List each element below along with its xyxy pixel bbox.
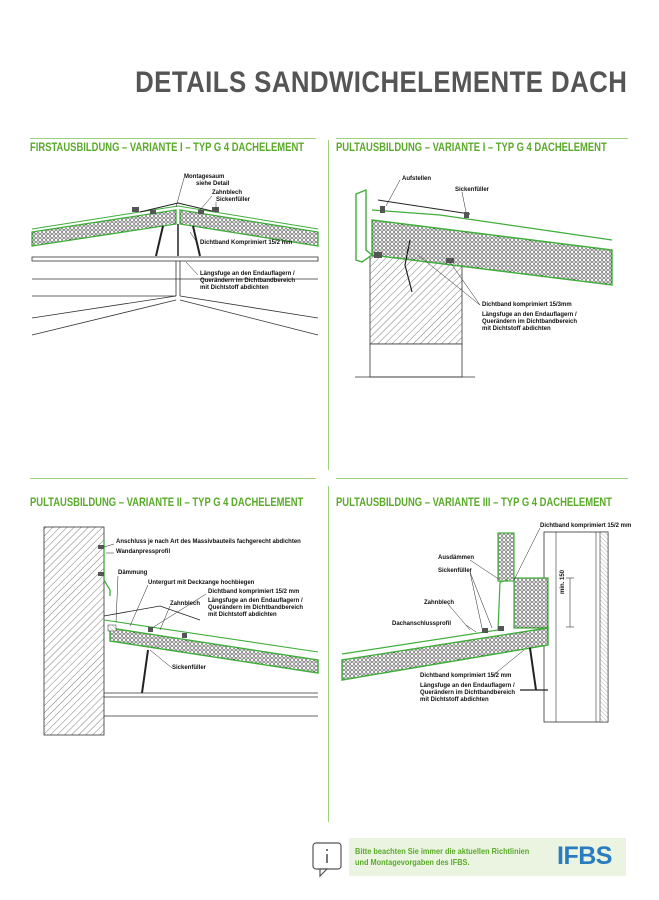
- divider-vertical-top: [328, 140, 329, 470]
- label-dachanschluss: Dachanschlussprofil: [392, 621, 452, 627]
- page-title: DETAILS SANDWICHELEMENTE DACH: [134, 66, 627, 99]
- label-aufstellen: Aufstellen: [402, 176, 432, 182]
- label-sickenfueller-2: Sickenfüller: [455, 187, 490, 193]
- label-sickenfueller-3: Sickenfüller: [172, 665, 207, 671]
- label-dimension: min. 150: [560, 569, 566, 594]
- label-zahnblech-3: Zahnblech: [170, 601, 201, 607]
- label-zahnblech-4: Zahnblech: [424, 600, 455, 606]
- info-icon: [312, 842, 342, 878]
- label-laengsfuge-1a: Längsfuge an den Endauflagern /: [200, 271, 295, 277]
- label-laengsfuge-1b: Querändern im Dichtbandbereich: [200, 278, 296, 284]
- notice-line-1: Bitte beachten Sie immer die aktuellen R…: [355, 847, 530, 856]
- label-laengsfuge-2a: Längsfuge an den Endauflagern /: [482, 312, 577, 318]
- label-daemmung: Dämmung: [118, 570, 148, 576]
- label-montage-detail: siehe Detail: [196, 181, 230, 187]
- divider-top-right: [336, 138, 628, 139]
- label-dichtband-4: Dichtband komprimiert 15/2 mm: [420, 673, 512, 679]
- section-title-pult-3: PULTAUSBILDUNG – VARIANTE III – TYP G 4 …: [336, 497, 612, 509]
- label-laengsfuge-3c: mit Dichtstoff abdichten: [208, 612, 277, 618]
- drawing-first-ridge: [31, 177, 319, 336]
- label-zahnblech-1: Zahnblech: [212, 190, 243, 196]
- label-anschluss: Anschluss je nach Art des Massivbauteils…: [116, 539, 301, 545]
- label-laengsfuge-4b: Querändern im Dichtbandbereich: [420, 690, 516, 696]
- label-laengsfuge-1c: mit Dichtstoff abdichten: [200, 285, 269, 291]
- label-wandanpress: Wandanpressprofil: [116, 549, 171, 555]
- label-laengsfuge-4a: Längsfuge an den Endauflagern /: [420, 683, 515, 689]
- label-montage: Montagesaum: [184, 174, 225, 180]
- label-ausdaemmen: Ausdämmen: [438, 555, 475, 561]
- label-laengsfuge-2b: Querändern im Dichtbandbereich: [482, 319, 578, 325]
- label-laengsfuge-3a: Längsfuge an den Endauflagern /: [208, 598, 303, 604]
- divider-top-left: [30, 138, 316, 139]
- label-untergurt: Untergurt mit Deckzange hochbiegen: [148, 580, 255, 586]
- label-laengsfuge-4c: mit Dichtstoff abdichten: [420, 697, 489, 703]
- drawing-pult-variant-1: [355, 179, 613, 378]
- divider-mid-left: [30, 478, 316, 479]
- section-title-pult-2: PULTAUSBILDUNG – VARIANTE II – TYP G 4 D…: [30, 497, 304, 509]
- label-laengsfuge-3b: Querändern im Dichtbandbereich: [208, 605, 304, 611]
- ifbs-logo: IFBS: [557, 842, 612, 870]
- label-laengsfuge-2c: mit Dichtstoff abdichten: [482, 326, 551, 332]
- label-dichtband-1: Dichtband Komprimiert 15/2 mm: [200, 240, 293, 246]
- section-title-pult-1: PULTAUSBILDUNG – VARIANTE I – TYP G 4 DA…: [336, 142, 607, 154]
- label-sickenfueller-1: Sickenfüller: [216, 197, 251, 203]
- section-title-first: FIRSTAUSBILDUNG – VARIANTE I – TYP G 4 D…: [30, 142, 305, 154]
- label-sickenfueller-4: Sickenfüller: [438, 568, 473, 574]
- divider-vertical-bottom: [328, 486, 329, 822]
- notice-text: Bitte beachten Sie immer die aktuellen R…: [355, 846, 529, 868]
- drawing-pult-variant-3: [341, 527, 609, 723]
- notice-line-2: und Montagevorgaben des IFBS.: [355, 858, 470, 867]
- divider-mid-right: [336, 478, 628, 479]
- label-dichtband-top-4: Dichtband komprimiert 15/2 mm: [540, 523, 632, 529]
- notice-box: Bitte beachten Sie immer die aktuellen R…: [349, 838, 626, 876]
- label-dichtband-2: Dichtband komprimiert 15/3mm: [482, 302, 572, 308]
- drawing-pult-variant-2: [43, 526, 319, 736]
- label-dichtband-3: Dichtband komprimiert 15/2 mm: [208, 589, 300, 595]
